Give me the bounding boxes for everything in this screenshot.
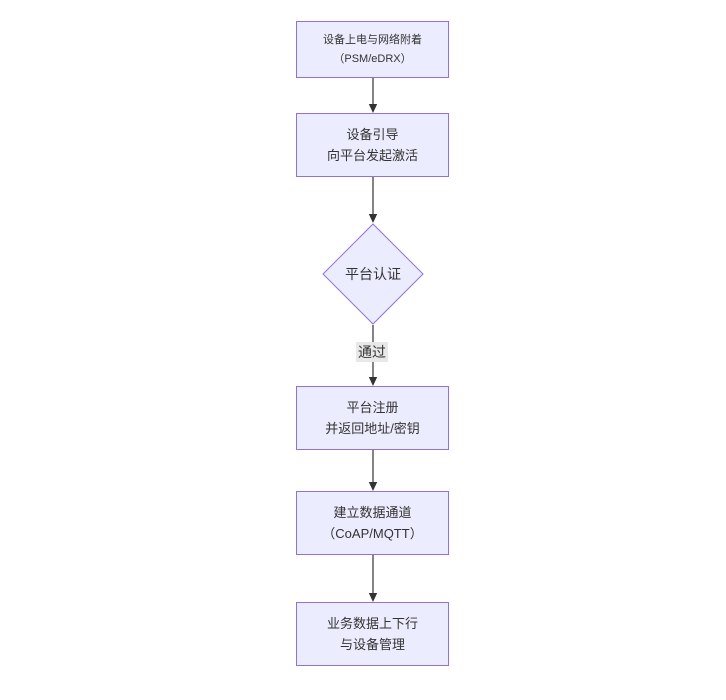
node-data-channel: 建立数据通道 （CoAP/MQTT） [296,491,449,555]
node-business-data: 业务数据上下行 与设备管理 [296,602,449,666]
arrowhead-icon [368,593,378,602]
node-label-line: 向平台发起激活 [326,148,418,163]
node-platform-auth: 平台认证 [322,223,424,325]
node-label-line: （PSM/eDRX） [333,52,412,65]
node-label-line: 平台注册 [346,400,399,415]
node-power-attach: 设备上电与网络附着 （PSM/eDRX） [296,21,449,78]
node-label-line: 与设备管理 [339,637,405,652]
diamond-shape [322,223,424,325]
arrowhead-icon [368,377,378,386]
node-label-line: 并返回地址/密钥 [325,421,420,436]
edge-label-pass: 通过 [356,342,388,362]
node-bootstrap: 设备引导 向平台发起激活 [296,113,449,177]
node-label-line: 建立数据通道 [333,505,412,520]
arrowhead-icon [368,104,378,113]
node-platform-register: 平台注册 并返回地址/密钥 [296,386,449,450]
arrowhead-icon [368,214,378,223]
node-label-line: 设备引导 [346,127,399,142]
node-label-line: 平台认证 [345,266,401,282]
node-label-line: 设备上电与网络附着 [323,33,422,46]
node-label-line: （CoAP/MQTT） [322,526,423,541]
node-label-line: 业务数据上下行 [326,616,418,631]
diamond-polygon [322,223,424,325]
arrowhead-icon [368,482,378,491]
